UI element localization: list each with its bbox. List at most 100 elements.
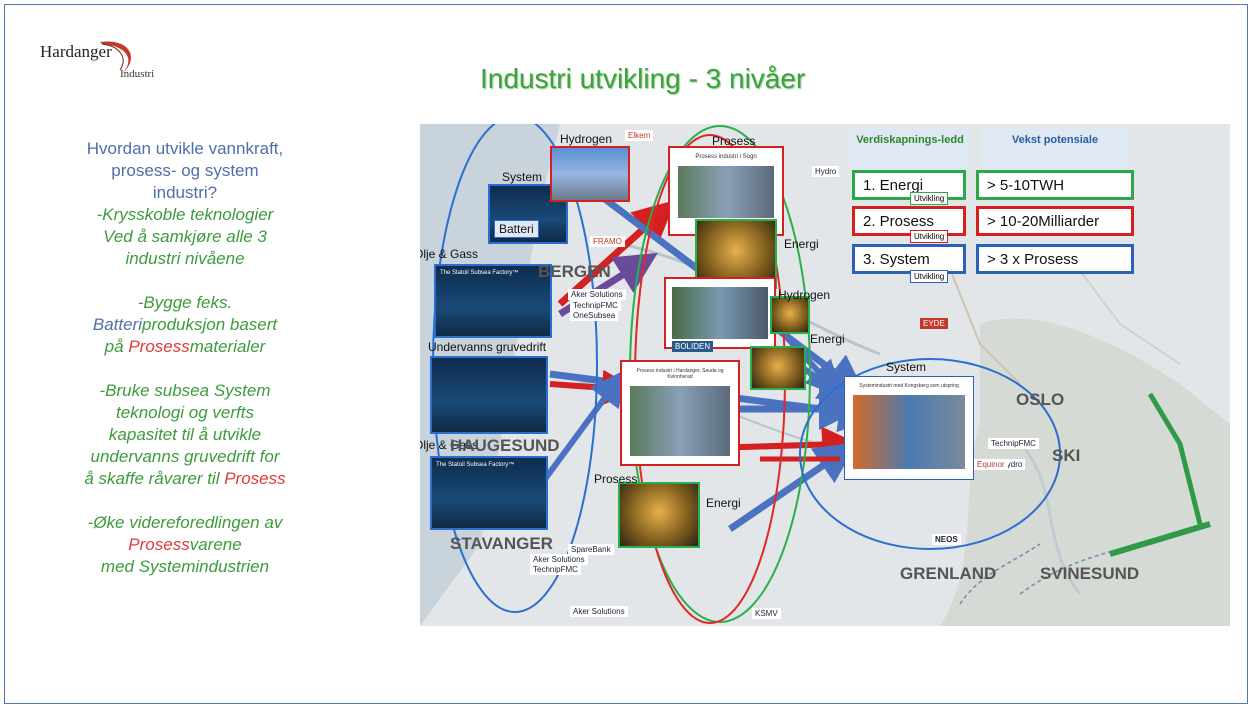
- left-line: Ved å samkjøre alle 3: [103, 227, 267, 246]
- company-logo: FRAMO: [590, 236, 625, 247]
- hardanger-industri-logo: Hardanger Industri: [40, 30, 210, 90]
- left-line: prosess- og system: [111, 161, 259, 180]
- left-line: industri?: [152, 183, 218, 202]
- city-svinesund: SVINESUND: [1040, 564, 1140, 583]
- page-title: Industri utvikling - 3 nivåer: [480, 63, 806, 94]
- turbine-hall-image-2: [770, 296, 810, 334]
- left-line: med Systemindustrien: [100, 557, 270, 576]
- company-logo: TechnipFMC: [570, 300, 621, 311]
- slide-photos: [672, 287, 768, 339]
- slide-title: Systemindustri med Kongsberg som utsprin…: [859, 383, 959, 389]
- left-line: -Bruke subsea System: [99, 381, 271, 400]
- system-kongsberg-slide: Systemindustri med Kongsberg som utsprin…: [844, 376, 974, 480]
- slide-photos: [853, 395, 965, 469]
- level-row-prosess: 2. Prosess: [852, 206, 966, 236]
- company-logo: Hydro: [812, 166, 840, 177]
- left-line: å skaffe råvarer til: [84, 469, 225, 488]
- label-energi: Energi: [706, 496, 741, 510]
- city-ski: SKI: [1052, 446, 1081, 465]
- slide-photos: [678, 166, 774, 218]
- logo-swoosh-icon: [100, 41, 131, 74]
- company-logo: TechnipFMC: [530, 564, 581, 575]
- company-logo: TechnipFMC: [988, 438, 1039, 449]
- utvikling-tag: Utvikling: [910, 270, 949, 283]
- company-logo: Elkem: [625, 130, 654, 141]
- label-system: System: [502, 170, 543, 184]
- company-logo: BOLIDEN: [672, 341, 714, 352]
- left-text-block: Hvordan utvikle vannkraft, prosess- og s…: [40, 138, 330, 600]
- prosess-hardanger-slide: Prosess industri i Hardanger, Sauda og K…: [620, 360, 740, 466]
- city-stavanger: STAVANGER: [450, 534, 553, 553]
- label-hydrogen: Hydrogen: [778, 288, 831, 302]
- subsea-factory-image-1: The Statoil Subsea Factory™: [434, 264, 552, 338]
- left-line: -Øke videreforedlingen av: [87, 513, 283, 532]
- logo-word: Hardanger: [40, 42, 112, 61]
- city-haugesund: HAUGESUND: [450, 436, 560, 455]
- label-olje-gass: Olje & Gass: [420, 247, 479, 261]
- growth-row-system: > 3 x Prosess: [976, 244, 1134, 274]
- hydrogen-plant-image: [550, 146, 630, 202]
- header-vekst-potensiale: Vekst potensiale: [980, 128, 1130, 168]
- industry-map: Prosess industri i Sogn The Statoil Subs…: [420, 124, 1230, 626]
- left-para-2: -Krysskoble teknologier Ved å samkjøre a…: [40, 204, 330, 270]
- company-logo: SpareBank: [568, 544, 614, 555]
- company-logo: Aker Solutions: [570, 606, 628, 617]
- slide-title: Prosess industri i Hardanger, Sauda og K…: [636, 368, 724, 380]
- underwater-mining-image: [430, 356, 548, 434]
- map-background: Prosess industri i Sogn The Statoil Subs…: [420, 124, 1230, 626]
- company-logo: NEOS: [932, 534, 961, 545]
- turbine-hall-image-4: [618, 482, 700, 548]
- label-energi: Energi: [784, 237, 819, 251]
- left-word-prosess: Prosess: [224, 469, 286, 488]
- subsea-factory-image-2: The Statoil Subsea Factory™: [430, 456, 548, 530]
- utvikling-tag: Utvikling: [910, 192, 949, 205]
- label-system: System: [886, 360, 927, 374]
- left-word-prosess: Prosess: [128, 337, 190, 356]
- logo-sub: Industri: [120, 68, 155, 80]
- left-line: varene: [189, 535, 242, 554]
- company-logo: Aker Solutions: [530, 554, 588, 565]
- company-logo: KSMV: [752, 608, 781, 619]
- level-row-energi: 1. Energi: [852, 170, 966, 200]
- growth-row-prosess: > 10-20Milliarder: [976, 206, 1134, 236]
- city-bergen: BERGEN: [538, 262, 611, 281]
- growth-row-energi: > 5-10TWH: [976, 170, 1134, 200]
- subsea-title: The Statoil Subsea Factory™: [440, 270, 519, 276]
- left-line: Hvordan utvikle vannkraft,: [86, 139, 284, 158]
- prosess-slide-2: [664, 277, 776, 349]
- city-oslo: OSLO: [1016, 390, 1065, 409]
- left-word-prosess: Prosess: [128, 535, 190, 554]
- left-line: på: [104, 337, 129, 356]
- company-logo: Aker Solutions: [568, 289, 626, 300]
- company-logo: OneSubsea: [570, 310, 619, 321]
- turbine-hall-image-3: [750, 346, 806, 390]
- left-line: teknologi og verfts: [116, 403, 254, 422]
- left-line: industri nivåene: [125, 249, 245, 268]
- level-row-system: 3. System: [852, 244, 966, 274]
- left-para-4: -Bruke subsea System teknologi og verfts…: [40, 380, 330, 490]
- left-para-3: -Bygge feks. Batteriproduksjon basert på…: [40, 292, 330, 358]
- slide-frame: [4, 4, 1248, 704]
- label-batteri: Batteri: [494, 220, 539, 238]
- left-line: produksjon basert: [142, 315, 278, 334]
- left-para-1: Hvordan utvikle vannkraft, prosess- og s…: [40, 138, 330, 204]
- left-word-batteri: Batteri: [92, 315, 142, 334]
- label-prosess: Prosess: [594, 472, 638, 486]
- label-energi: Energi: [810, 332, 845, 346]
- left-para-5: -Øke videreforedlingen av Prosessvarene …: [40, 512, 330, 578]
- left-line: -Bygge feks.: [137, 293, 233, 312]
- header-verdiskapningsledd: Verdiskapnings-ledd: [850, 128, 970, 168]
- label-prosess: Prosess: [712, 134, 756, 148]
- city-grenland: GRENLAND: [900, 564, 997, 583]
- utvikling-tag: Utvikling: [910, 230, 949, 243]
- company-logo: EYDE: [920, 318, 948, 329]
- company-logo: Hydro: [998, 459, 1026, 470]
- label-hydrogen: Hydrogen: [560, 132, 613, 146]
- slide-photos: [630, 386, 730, 456]
- left-line: materialer: [189, 337, 266, 356]
- label-olje-gass: Olje & Gass: [420, 438, 479, 452]
- left-line: -Krysskoble teknologier: [96, 205, 274, 224]
- label-undervanns-gruvedrift: Undervanns gruvedrift: [428, 340, 547, 354]
- left-line: undervanns gruvedrift for: [90, 447, 280, 466]
- company-logo: Equinor: [974, 459, 1008, 470]
